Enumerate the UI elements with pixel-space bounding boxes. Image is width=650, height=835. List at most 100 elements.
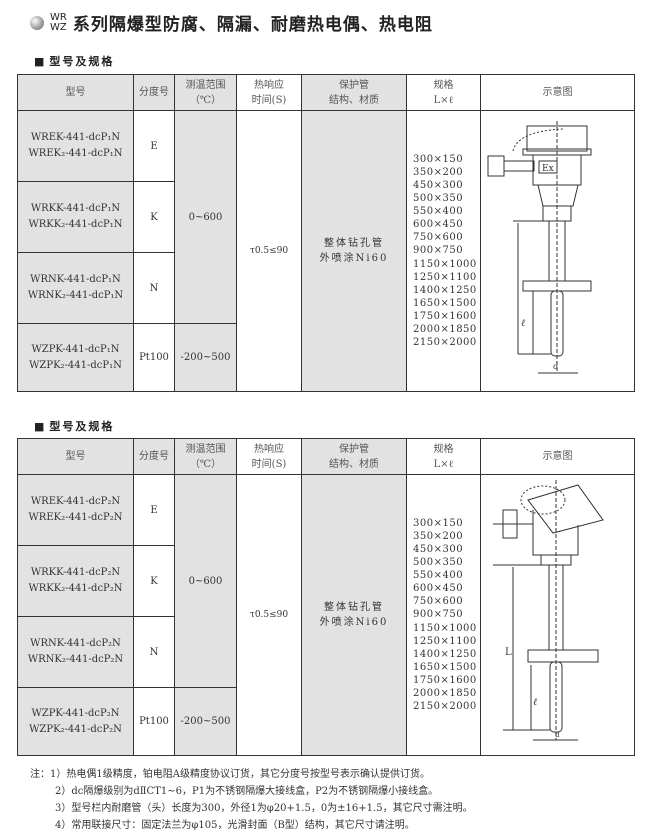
- spec-item: 500×350: [413, 557, 464, 569]
- range-cell: -200~500: [174, 687, 237, 756]
- diagram-cell: L ℓ d: [480, 474, 635, 756]
- tube-cell: 整体钻孔管 外喷涂Ni60: [301, 110, 407, 392]
- spec-item: 2150×2000: [413, 701, 477, 713]
- graduation-cell: Pt100: [133, 323, 175, 392]
- column-header: 型号: [17, 74, 134, 111]
- spec-item: 1400×1250: [413, 284, 477, 296]
- section-heading-1: 型号及规格: [34, 53, 114, 69]
- series-code-top: WR: [50, 11, 67, 23]
- column-header: 示意图: [480, 438, 635, 475]
- model-number: WRKK₂-441-dcP₁N: [28, 219, 123, 230]
- spec-item: 2150×2000: [413, 337, 477, 349]
- model-number: WZPK₂-441-dcP₂N: [29, 723, 122, 735]
- svg-text:d: d: [555, 731, 560, 739]
- spec-item: 500×350: [413, 193, 464, 205]
- column-header: 型号: [17, 438, 134, 475]
- model-number: WREK-441-dcP₂N: [30, 496, 121, 507]
- model-number: WRKK-441-dcP₁N: [30, 203, 121, 214]
- spec-item: 300×150: [413, 517, 464, 529]
- series-code-bottom: WZ: [50, 21, 67, 33]
- spec-item: 1650×1500: [413, 661, 477, 673]
- model-number: WRKK₂-441-dcP₂N: [28, 583, 123, 594]
- notes: 注：1）热电偶1级精度，铂电阻A级精度协议订货，其它分度号按型号表示确认提供订货…: [30, 766, 473, 834]
- model-cell: WZPK-441-dcP₁N WZPK₂-441-dcP₁N: [17, 323, 134, 392]
- spec-item: 450×300: [413, 179, 464, 191]
- bullet-ball-icon: [30, 15, 44, 30]
- range-cell: 0~600: [174, 110, 237, 324]
- column-header: 热响应 时间(S): [236, 74, 302, 111]
- note-4: 4）常用联接尺寸：固定法兰为φ105，光滑封面（B型）结构，其它尺寸请注明。: [55, 820, 415, 831]
- model-number: WRNK₂-441-dcP₂N: [27, 654, 124, 665]
- svg-text:ℓ: ℓ: [533, 697, 537, 708]
- model-cell: WRNK-441-dcP₁N WRNK₂-441-dcP₁N: [17, 252, 134, 324]
- column-header: 示意图: [480, 74, 635, 111]
- graduation-cell: K: [133, 545, 175, 617]
- spec-item: 350×200: [413, 530, 464, 542]
- svg-text:L: L: [505, 647, 512, 658]
- spec-item: 2000×1850: [413, 324, 477, 336]
- spec-item: 550×400: [413, 570, 464, 582]
- title-text: 系列隔爆型防腐、隔漏、耐磨热电偶、热电阻: [72, 15, 433, 35]
- spec-item: 600×450: [413, 219, 464, 231]
- spec-item: 2000×1850: [413, 688, 477, 700]
- table-row: WZPK-441-dcP₁N WZPK₂-441-dcP₁N Pt100-200~5…: [17, 323, 635, 392]
- column-header: 保护管 结构、材质: [301, 438, 407, 475]
- spec-item: 1250×1100: [413, 271, 477, 283]
- column-header: 分度号: [133, 74, 175, 111]
- spec-item: 750×600: [413, 232, 464, 244]
- column-header: 测温范围 （℃）: [174, 74, 237, 111]
- spec-item: 900×750: [413, 245, 464, 257]
- svg-text:ℓ: ℓ: [521, 318, 525, 329]
- model-number: WRNK₂-441-dcP₁N: [27, 290, 124, 301]
- note-3: 3）型号栏内耐磨管（头）长度为300，外径1为φ20+1.5，0为±16+1.5…: [55, 803, 473, 814]
- spec-item: 1750×1600: [413, 310, 477, 322]
- thermocouple-large-box-diagram-icon: Ex ℓ d: [487, 121, 591, 374]
- column-header: 规格 L×ℓ: [406, 74, 481, 111]
- model-number: WRNK-441-dcP₁N: [30, 274, 121, 285]
- table-row: WRKK-441-dcP₁N WRKK₂-441-dcP₁N K: [17, 181, 635, 253]
- svg-text:d: d: [553, 362, 558, 371]
- column-header: 测温范围 （℃）: [174, 438, 237, 475]
- spec-item: 450×300: [413, 543, 464, 555]
- spec-item: 1150×1000: [413, 258, 477, 270]
- column-header: 分度号: [133, 438, 175, 475]
- graduation-cell: E: [133, 110, 175, 182]
- range-cell: -200~500: [174, 323, 237, 392]
- model-number: WZPK₂-441-dcP₁N: [29, 359, 122, 371]
- model-number: WZPK-441-dcP₁N: [31, 343, 120, 355]
- graduation-cell: K: [133, 181, 175, 253]
- response-cell: τ0.5≤90: [236, 474, 302, 756]
- svg-text:Ex: Ex: [542, 164, 554, 174]
- spec-item: 550×400: [413, 206, 464, 218]
- spec-item: 1750×1600: [413, 674, 477, 686]
- column-header: 规格 L×ℓ: [406, 438, 481, 475]
- column-header: 热响应 时间(S): [236, 438, 302, 475]
- graduation-cell: E: [133, 474, 175, 546]
- spec-item: 900×750: [413, 609, 464, 621]
- model-number: WREK-441-dcP₁N: [30, 132, 121, 143]
- thermocouple-small-box-diagram-icon: L ℓ d: [492, 480, 604, 741]
- section-heading-2: 型号及规格: [34, 418, 114, 434]
- tube-cell: 整体钻孔管 外喷涂Ni60: [301, 474, 407, 756]
- spec-item: 750×600: [413, 596, 464, 608]
- graduation-cell: N: [133, 616, 175, 688]
- spec-item: 1150×1000: [413, 622, 477, 634]
- note-1: 注：1）热电偶1级精度，铂电阻A级精度协议订货，其它分度号按型号表示确认提供订货…: [30, 769, 430, 780]
- spec-item: 600×450: [413, 583, 464, 595]
